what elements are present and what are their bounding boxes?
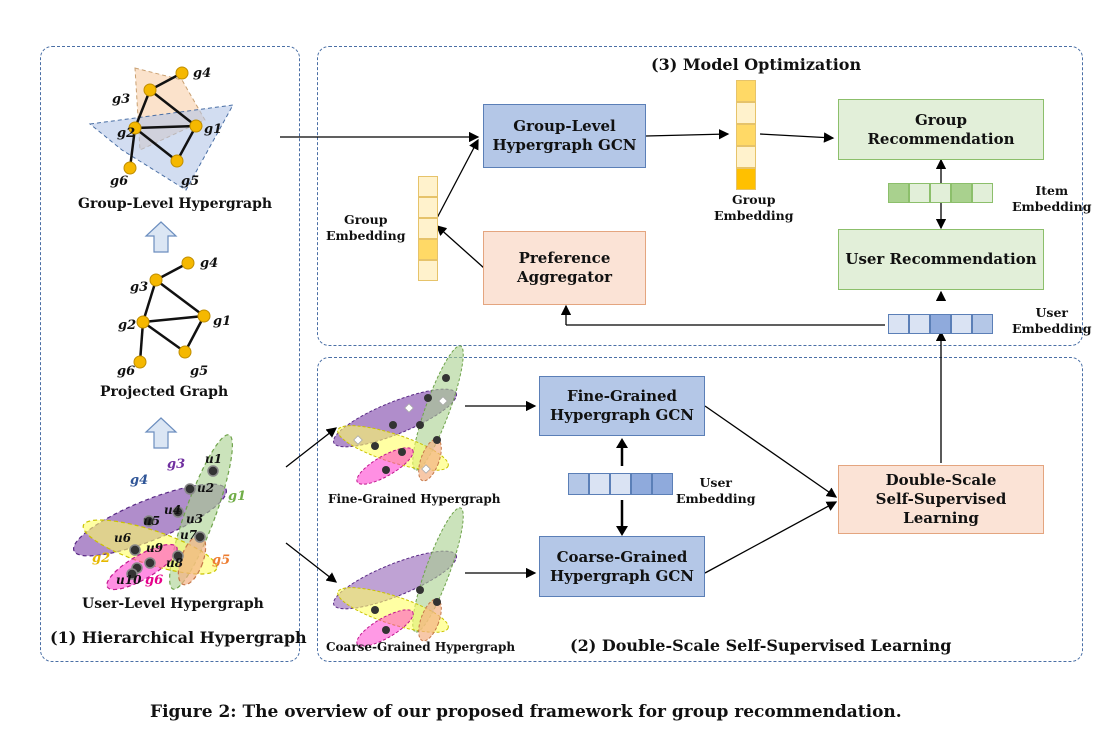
preference-aggregator-box: Preference Aggregator	[483, 231, 646, 305]
flow-arrows	[280, 129, 947, 583]
group-label-g3: g3	[112, 92, 131, 107]
projected-graph-edges	[138, 261, 206, 363]
double-scale-ssl-box: Double-Scale Self-Supervised Learning	[838, 465, 1044, 534]
user-label-g5: g5	[212, 553, 231, 568]
fine-grained-thumbnail	[333, 345, 464, 485]
group-label-g2: g2	[117, 126, 136, 141]
user-embedding-label-top: User Embedding	[1012, 305, 1092, 337]
projected-label-g4: g4	[200, 256, 219, 271]
coarse-grained-nodes	[371, 586, 441, 634]
double-scale-panel-title: (2) Double-Scale Self-Supervised Learnin…	[570, 636, 952, 655]
coarse-grained-thumbnail	[333, 507, 464, 647]
projected-label-g6: g6	[117, 364, 136, 379]
group-level-gcn-box: Group-Level Hypergraph GCN	[483, 104, 646, 168]
projected-graph-nodes	[133, 256, 211, 369]
user-label-u6: u6	[114, 531, 132, 545]
fine-grained-nodes	[371, 374, 450, 474]
up-arrow-lower	[144, 417, 178, 449]
up-arrow-upper	[144, 221, 178, 253]
user-label-u8: u8	[166, 556, 184, 570]
group-label-g5: g5	[181, 174, 200, 189]
projected-label-g3: g3	[130, 280, 149, 295]
user-recommendation-box: User Recommendation	[838, 229, 1044, 290]
group-graph-nodes	[123, 66, 203, 175]
user-label-u5: u5	[143, 514, 161, 528]
group-label-g6: g6	[110, 174, 129, 189]
contrastive-arrow-down-head	[616, 526, 628, 536]
coarse-grained-gcn-box: Coarse-Grained Hypergraph GCN	[539, 536, 705, 597]
group-embedding-vector-left	[418, 176, 438, 281]
group-label-g4: g4	[193, 66, 212, 81]
user-label-u4: u4	[164, 503, 182, 517]
user-embedding-vector-top	[888, 314, 993, 334]
contrastive-arrow-up-head	[616, 438, 628, 448]
group-embedding-label-left: Group Embedding	[326, 212, 406, 244]
model-optimization-panel	[317, 46, 1083, 346]
double-scale-panel	[317, 357, 1083, 662]
group-hypergraph-caption: Group-Level Hypergraph	[78, 196, 273, 212]
user-label-u3: u3	[186, 512, 204, 526]
user-label-u2: u2	[197, 481, 215, 495]
item-embedding-vector	[888, 183, 993, 203]
group-label-g1: g1	[204, 122, 223, 137]
group-recommendation-box: Group Recommendation	[838, 99, 1044, 160]
coarse-grained-caption: Coarse-Grained Hypergraph	[326, 640, 516, 654]
user-label-g3: g3	[167, 457, 186, 472]
figure-caption: Figure 2: The overview of our proposed f…	[150, 702, 902, 722]
projected-label-g5: g5	[190, 364, 209, 379]
user-label-u1: u1	[205, 452, 223, 466]
fine-grained-marks	[353, 396, 448, 474]
user-nodes	[126, 465, 219, 580]
user-label-u7: u7	[180, 528, 198, 542]
user-embedding-vector-middle	[568, 473, 673, 495]
user-label-g6: g6	[145, 573, 164, 588]
projected-label-g1: g1	[213, 314, 232, 329]
item-embedding-label: Item Embedding	[1012, 183, 1092, 215]
user-label-u9: u9	[146, 541, 164, 555]
hierarchical-hypergraph-panel	[40, 46, 300, 662]
user-label-g4: g4	[130, 473, 149, 488]
user-label-u10: u10	[116, 573, 142, 587]
fine-grained-caption: Fine-Grained Hypergraph	[328, 492, 501, 506]
hierarchical-panel-title: (1) Hierarchical Hypergraph	[50, 628, 307, 647]
user-embedding-label-middle: User Embedding	[676, 475, 756, 507]
group-embedding-vector-right	[736, 80, 756, 190]
projected-label-g2: g2	[118, 318, 137, 333]
model-optimization-panel-title: (3) Model Optimization	[651, 55, 862, 74]
fine-grained-gcn-box: Fine-Grained Hypergraph GCN	[539, 376, 705, 436]
user-label-g1: g1	[228, 489, 247, 504]
user-label-g2: g2	[92, 551, 111, 566]
group-embedding-label-right: Group Embedding	[714, 192, 794, 224]
user-hypergraph-caption: User-Level Hypergraph	[82, 596, 264, 612]
projected-graph-caption: Projected Graph	[100, 384, 229, 400]
